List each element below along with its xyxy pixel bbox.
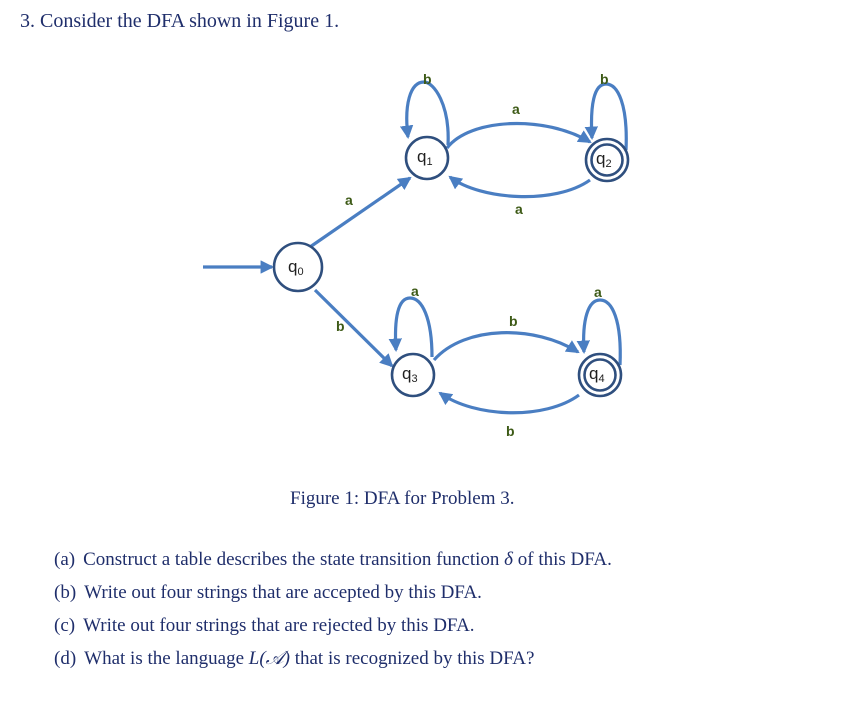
problem-heading: 3. Consider the DFA shown in Figure 1. xyxy=(20,10,340,32)
state-q0-base: q xyxy=(288,257,297,276)
edge-label-q1-q2: a xyxy=(512,101,520,117)
state-q3: q3 xyxy=(390,352,436,398)
question-text: What is the language xyxy=(84,648,249,669)
edge-label-q4-q4: a xyxy=(594,284,602,300)
edge-q4-q4 xyxy=(576,298,622,366)
state-q2-sub: 2 xyxy=(605,158,611,170)
dfa-diagram: a b b a b a a b a b q0 xyxy=(203,71,630,439)
edge-q0-q3 xyxy=(313,288,394,368)
edge-q0-q1 xyxy=(309,176,412,249)
edge-label-q3-q3: a xyxy=(411,283,419,299)
question-marker: (d) xyxy=(54,648,77,669)
question-marker: (c) xyxy=(54,615,76,636)
svg-text:q4: q4 xyxy=(589,364,605,385)
state-q4-base: q xyxy=(589,364,598,383)
question-text: Write out four strings that are accepted… xyxy=(84,582,482,603)
state-q3-sub: 3 xyxy=(411,373,417,385)
state-q0: q0 xyxy=(272,241,324,293)
svg-text:q3: q3 xyxy=(402,364,418,385)
question-text: Construct a table describes the state tr… xyxy=(83,549,505,570)
edge-label-q2-q1: a xyxy=(515,201,523,217)
figure-caption: Figure 1: DFA for Problem 3. xyxy=(290,488,515,509)
state-q0-sub: 0 xyxy=(297,266,303,278)
question-b: (b) Write out four strings that are accep… xyxy=(54,579,612,612)
edge-q1-q1 xyxy=(399,80,450,146)
question-math: δ xyxy=(504,549,513,570)
question-a: (a) Construct a table describes the state… xyxy=(54,546,612,579)
state-q1: q1 xyxy=(404,135,450,181)
edge-label-q4-q3: b xyxy=(506,423,515,439)
question-c: (c) Write out four strings that are rejec… xyxy=(54,612,612,645)
edge-label-q0-q3: b xyxy=(336,318,345,334)
edge-q3-q3 xyxy=(388,296,434,358)
edge-label-q1-q1: b xyxy=(423,71,432,87)
question-text: Write out four strings that are rejected… xyxy=(83,615,475,636)
svg-text:q1: q1 xyxy=(417,147,433,168)
edge-q2-q1 xyxy=(448,175,591,199)
state-q1-base: q xyxy=(417,147,426,166)
question-marker: (b) xyxy=(54,582,77,603)
edge-q1-q2 xyxy=(445,121,592,150)
question-text-end: that is recognized by this DFA? xyxy=(289,648,535,669)
edge-q4-q3 xyxy=(438,391,580,415)
question-marker: (a) xyxy=(54,549,76,570)
question-d: (d) What is the language L(𝒜) that is rec… xyxy=(54,645,612,678)
question-list: (a) Construct a table describes the state… xyxy=(54,546,612,678)
edge-label-q3-q4: b xyxy=(509,313,518,329)
state-q3-base: q xyxy=(402,364,411,383)
state-q2-base: q xyxy=(596,149,605,168)
edge-label-q2-q2: b xyxy=(600,71,609,87)
state-q4: q4 xyxy=(577,352,623,398)
svg-text:q2: q2 xyxy=(596,149,612,170)
state-q4-sub: 4 xyxy=(598,373,604,385)
question-math: L(𝒜) xyxy=(248,648,290,669)
svg-text:q0: q0 xyxy=(288,257,304,278)
state-q1-sub: 1 xyxy=(426,156,432,168)
state-q2: q2 xyxy=(584,137,630,183)
edge-q3-q4 xyxy=(432,331,580,362)
question-text-end: of this DFA. xyxy=(513,549,612,570)
edge-label-q0-q1: a xyxy=(345,192,353,208)
edge-q2-q2 xyxy=(584,82,628,151)
